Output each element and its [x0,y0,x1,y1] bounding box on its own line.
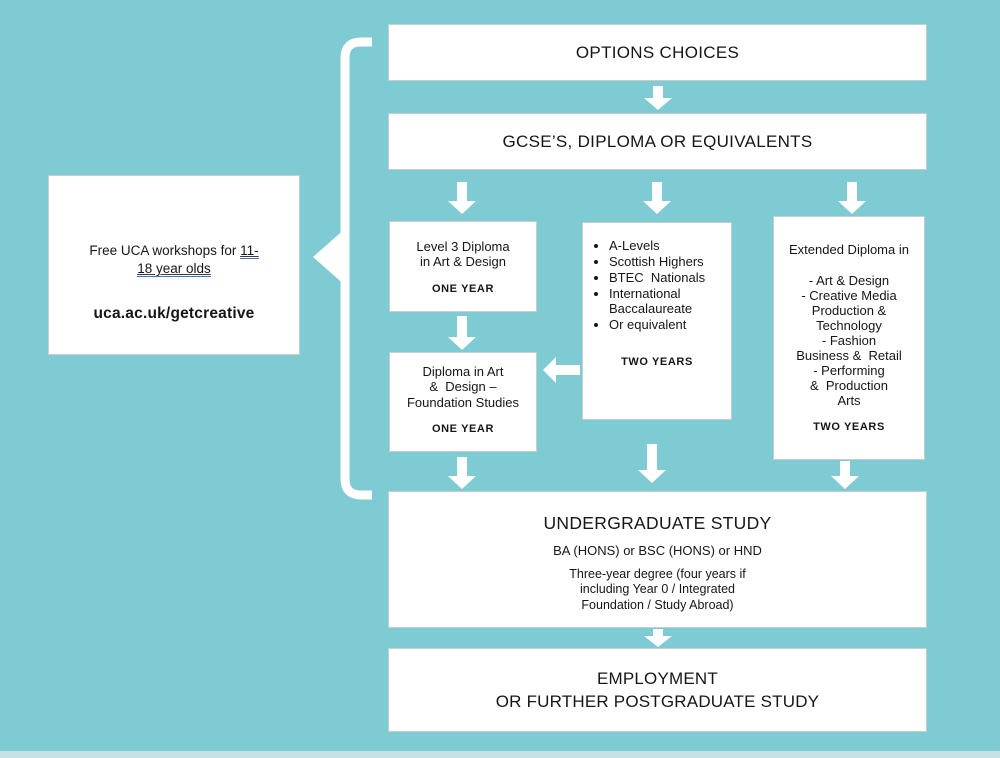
gcse-label: GCSE’S, DIPLOMA OR EQUIVALENTS [502,131,813,151]
foundation-duration: ONE YEAR [431,422,495,435]
arrow-gcse-to-level3-icon [448,182,476,214]
arrow-level3-to-foundation-icon [448,316,476,350]
level3-title: Level 3 Diploma in Art & Design [416,239,510,270]
employment-box: EMPLOYMENT OR FURTHER POSTGRADUATE STUDY [388,648,927,732]
extended-body: - Art & Design - Creative Media Producti… [796,273,902,408]
arrow-alevels-to-foundation-icon [543,357,580,383]
gcse-box: GCSE’S, DIPLOMA OR EQUIVALENTS [388,113,927,170]
workshops-text: Free UCA workshops for 11- 18 year olds [49,242,299,278]
workshops-age-underlined-1: 11- [240,243,259,259]
workshops-text-prefix: Free UCA workshops for [89,243,241,258]
arrow-gcse-to-alevels-icon [643,182,671,214]
undergraduate-study-box: UNDERGRADUATE STUDY BA (HONS) or BSC (HO… [388,491,927,628]
bullet-item: A-Levels [609,238,727,253]
bottom-edge-strip [0,751,1000,758]
alevels-equivalents-box: A-Levels Scottish Highers BTEC Nationals… [582,222,732,420]
extended-title: Extended Diploma in [789,242,909,257]
brace-pointer-icon [313,227,347,287]
arrow-extended-to-undergrad-icon [831,461,859,489]
bullet-item: Or equivalent [609,317,727,332]
extended-diploma-box: Extended Diploma in - Art & Design - Cre… [773,216,925,460]
workshops-url: uca.ac.uk/getcreative [93,305,255,323]
workshops-callout-box: Free UCA workshops for 11- 18 year olds … [48,175,300,355]
foundation-title: Diploma in Art & Design – Foundation Stu… [406,364,520,410]
arrow-foundation-to-undergrad-icon [448,457,476,489]
options-choices-box: OPTIONS CHOICES [388,24,927,81]
undergraduate-subtitle: BA (HONS) or BSC (HONS) or HND [553,543,762,558]
employment-label: EMPLOYMENT OR FURTHER POSTGRADUATE STUDY [495,668,820,711]
options-choices-label: OPTIONS CHOICES [575,42,740,62]
arrow-options-to-gcse-icon [644,86,672,110]
bullet-item: International Baccalaureate [609,286,727,316]
foundation-diploma-box: Diploma in Art & Design – Foundation Stu… [389,352,537,452]
level3-duration: ONE YEAR [431,282,495,295]
arrow-gcse-to-extended-icon [838,182,866,214]
arrow-undergrad-to-employment-icon [644,629,672,647]
extended-duration: TWO YEARS [813,420,885,433]
bullet-item: Scottish Highers [609,254,727,269]
undergraduate-title: UNDERGRADUATE STUDY [543,513,772,533]
alevels-duration: TWO YEARS [621,356,693,369]
workshops-age-underlined-2: 18 year olds [137,261,211,278]
undergraduate-note: Three-year degree (four years if includi… [569,567,746,612]
brace-shape [340,37,372,500]
bullet-item: BTEC Nationals [609,270,727,285]
arrow-alevels-to-undergrad-icon [638,444,666,483]
level3-diploma-box: Level 3 Diploma in Art & Design ONE YEAR [389,221,537,312]
alevels-bullet-list: A-Levels Scottish Highers BTEC Nationals… [583,238,731,332]
